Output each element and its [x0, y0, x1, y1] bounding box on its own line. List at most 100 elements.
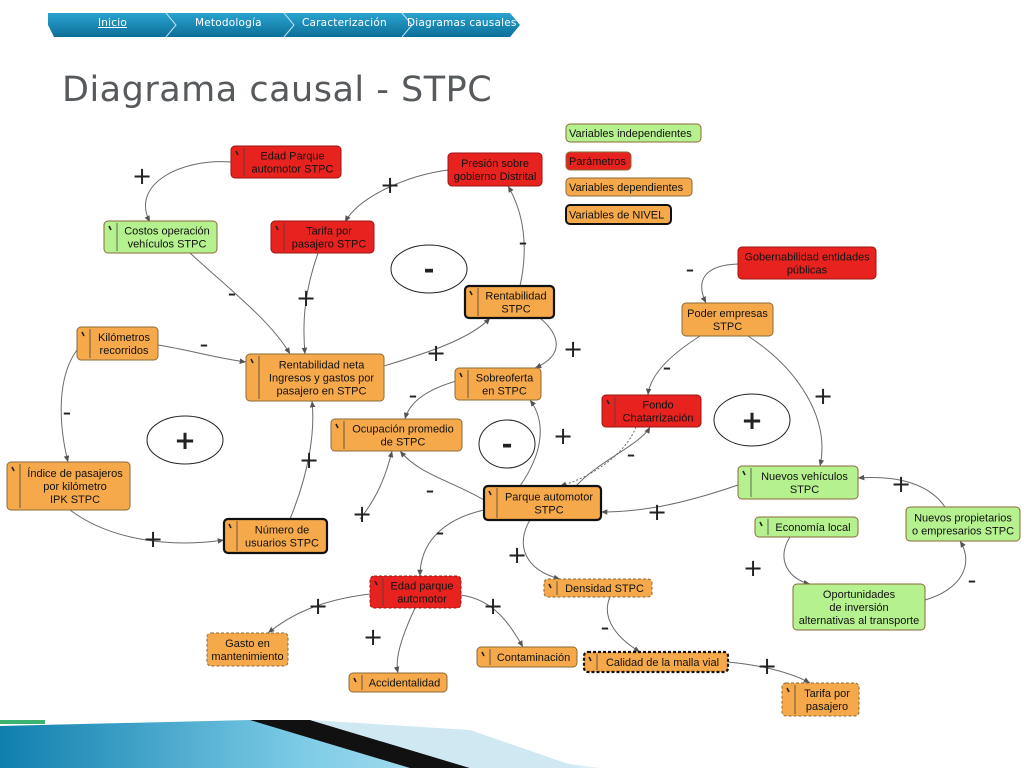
causal-link: [157, 344, 247, 364]
causal-link: [575, 426, 651, 487]
loop-polarity: -: [424, 255, 435, 285]
node-label: públicas: [787, 265, 828, 277]
node-accidentalidad: Accidentalidad: [348, 672, 448, 693]
causal-link: [507, 185, 525, 287]
node-label: o empresarios STPC: [912, 526, 1014, 538]
node-label: Gasto en: [225, 638, 270, 650]
nav-item-inicio[interactable]: Inicio: [98, 17, 127, 29]
node-label: mantenimiento: [211, 651, 283, 663]
causal-link: [519, 399, 541, 487]
polarity-sign: +: [813, 382, 833, 410]
causal-link: [344, 169, 449, 223]
variable-marker-icon: [108, 225, 112, 231]
node-label: STPC: [713, 321, 742, 333]
causal-link: [383, 317, 491, 367]
node-label: vehículos STPC: [128, 239, 207, 251]
node-label: Economía local: [775, 522, 850, 534]
node-label: Fondo: [642, 400, 673, 412]
causal-link: [747, 335, 825, 467]
variable-marker-icon: [759, 521, 763, 527]
node-label: gobierno Distrital: [454, 171, 537, 183]
page-title: Diagrama causal - STPC: [62, 70, 493, 110]
polarity-sign: +: [352, 500, 372, 528]
nav-item-diagramas-causales[interactable]: Diagramas causales: [407, 17, 517, 29]
polarity-sign: +: [507, 541, 527, 569]
causal-link: [700, 263, 739, 304]
polarity-sign: +: [891, 470, 911, 498]
variable-marker-icon: [11, 466, 15, 472]
causal-link: [857, 474, 946, 508]
node-label: Sobreoferta: [476, 373, 534, 385]
polarity-sign: +: [757, 652, 777, 680]
variable-marker-icon: [353, 677, 357, 683]
polarity-sign: -: [968, 566, 977, 594]
causal-link: [924, 540, 967, 601]
node-densidad-stpc: Densidad STPC: [543, 578, 653, 598]
causal-link: [60, 349, 78, 463]
causal-link: [727, 661, 811, 684]
variable-marker-icon: [81, 331, 85, 337]
polarity-sign: -: [627, 440, 636, 468]
variable-marker-icon: [335, 423, 339, 429]
causal-link: [417, 509, 485, 577]
node-label: pasajero: [806, 701, 848, 713]
variable-marker-icon: [459, 372, 463, 378]
node-label: Parque automotor: [505, 492, 593, 504]
legend-item-dependent: Variables dependientes: [565, 177, 693, 197]
node-label: automotor STPC: [252, 164, 334, 176]
node-label: Chatarrización: [623, 413, 694, 425]
causal-link: [600, 484, 739, 515]
loop-marker: -: [390, 244, 468, 294]
polarity-sign: +: [380, 171, 400, 199]
causal-link: [606, 596, 641, 653]
legend: Variables independientesParámetrosVariab…: [565, 123, 702, 225]
node-economia-local: Economía local: [754, 516, 859, 538]
node-label: Kilómetros: [98, 332, 150, 344]
node-contaminacion: Contaminación: [476, 646, 578, 668]
causal-link: [289, 400, 316, 520]
node-label: automotor: [397, 594, 447, 606]
node-label: Costos operación: [124, 226, 210, 238]
node-label: Índice de pasajeros: [27, 467, 123, 480]
node-label: Ingresos y gastos por: [269, 373, 375, 385]
node-label: Edad parque: [391, 581, 454, 593]
node-label: Calidad de la malla vial: [606, 657, 719, 669]
causal-link: [267, 593, 371, 634]
node-label: Poder empresas: [687, 308, 768, 320]
polarity-sign: -: [519, 228, 528, 256]
node-label: usuarios STPC: [245, 538, 319, 550]
polarity-sign: +: [647, 498, 667, 526]
variable-marker-icon: [786, 687, 790, 693]
polarity-sign: +: [743, 554, 763, 582]
variable-marker-icon: [469, 290, 473, 296]
nav-item-caracterizacion[interactable]: Caracterización: [302, 17, 387, 29]
node-label: IPK STPC: [50, 494, 100, 506]
nav-item-metodologia[interactable]: Metodología: [195, 17, 262, 29]
node-label: pasajero STPC: [292, 239, 367, 251]
legend-label: Parámetros: [569, 156, 626, 168]
variable-marker-icon: [374, 580, 378, 586]
variable-marker-icon: [275, 225, 279, 231]
polarity-sign: -: [436, 518, 445, 546]
polarity-sign: -: [663, 353, 672, 381]
node-label: Nuevos vehículos: [761, 471, 848, 483]
node-label: Tarifa por: [306, 226, 352, 238]
legend-item-independent: Variables independientes: [565, 123, 702, 143]
causal-link: [359, 450, 394, 520]
causal-link: [645, 335, 701, 396]
node-label: Contaminación: [497, 652, 570, 664]
polarity-sign: +: [426, 339, 446, 367]
node-label: Rentabilidad: [485, 291, 546, 303]
breadcrumb-nav: Inicio Metodología Caracterización Diagr…: [48, 13, 520, 37]
node-label: pasajero en STPC: [277, 386, 367, 398]
polarity-sign: -: [63, 398, 72, 426]
